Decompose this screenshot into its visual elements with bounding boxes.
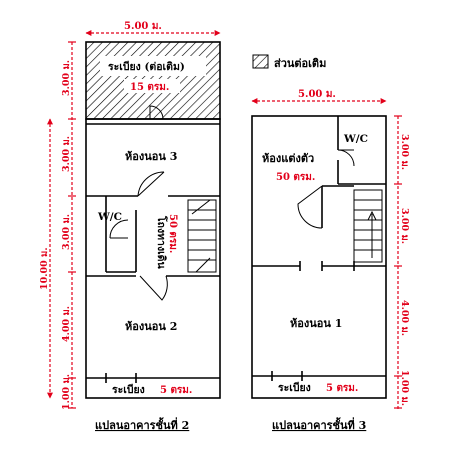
floor2-hall-area: 50 ตรม. xyxy=(167,214,178,253)
floor3-seg-dim-4: 1.00 ม. xyxy=(399,370,410,406)
floor3-caption: แปลนอาคารชั้นที่ 3 xyxy=(272,417,366,432)
floor2-balcony-area: 5 ตรม. xyxy=(160,385,192,396)
floor3-stair xyxy=(353,189,383,263)
floor3-width-dim: 5.00 ม. xyxy=(298,89,336,100)
floor2-bedroom2-label: ห้องนอน 2 xyxy=(125,320,177,333)
floor-3-plan: 5.00 ม. ห้องแต่งตัว 50 ตรม. W/C ห้องนอน … xyxy=(251,89,410,432)
floor3-wc-label: W/C xyxy=(343,133,368,145)
floor2-width-dim: 5.00 ม. xyxy=(124,21,162,32)
floor2-ext-room-name: ระเบียง (ต่อเติม) xyxy=(108,60,185,73)
door-swing xyxy=(149,105,164,120)
door-swing xyxy=(137,171,165,197)
floor2-seg-dim-2: 3.00 ม. xyxy=(61,136,72,172)
floor2-total-dim: 10.00 ม. xyxy=(39,247,50,290)
floor2-seg-dim-1: 3.00 ม. xyxy=(61,60,72,96)
ext-area-bg xyxy=(124,79,180,93)
stair-zigzag xyxy=(191,199,211,215)
floor2-hall-name: โถงทางเดิน xyxy=(155,215,168,269)
floor2-ext-room-area: 15 ตรม. xyxy=(130,82,169,93)
floor3-balcony-name: ระเบียง xyxy=(278,381,311,394)
floor3-bedroom1-label: ห้องนอน 1 xyxy=(290,317,342,330)
floor2-balcony-name: ระเบียง xyxy=(112,383,145,396)
floor2-seg-dim-4: 4.00 ม. xyxy=(61,306,72,342)
legend-label: ส่วนต่อเติม xyxy=(274,57,326,70)
floor2-seg-dim-5: 1.00 ม. xyxy=(61,374,72,410)
floor3-balcony-area: 5 ตรม. xyxy=(326,383,358,394)
legend-hatch-swatch xyxy=(252,54,269,69)
legend: ส่วนต่อเติม xyxy=(252,54,326,70)
ext-label-bg xyxy=(100,56,206,76)
door-swing xyxy=(139,275,168,301)
floor2-wc-label: W/C xyxy=(97,211,122,223)
stair-arrowhead xyxy=(367,210,377,221)
stair-zigzag xyxy=(195,257,211,273)
floor3-outline xyxy=(251,115,387,399)
floor3-seg-dim-1: 3.00 ม. xyxy=(399,134,410,170)
door-swing xyxy=(297,185,323,229)
floor-2-plan: 5.00 ม. ระเบียง (ต่อเติม) 15 ตรม. xyxy=(39,21,221,432)
floor2-seg-dim-3: 3.00 ม. xyxy=(61,214,72,250)
floor2-caption: แปลนอาคารชั้นที่ 2 xyxy=(95,417,189,432)
floor2-bedroom3-label: ห้องนอน 3 xyxy=(125,150,177,163)
floor2-outline xyxy=(85,118,221,399)
floor3-dressing-name: ห้องแต่งตัว xyxy=(262,152,314,165)
floor3-seg-dim-2: 3.00 ม. xyxy=(399,208,410,244)
door-swing xyxy=(109,219,129,239)
floor3-seg-dim-3: 4.00 ม. xyxy=(399,300,410,336)
door-swing xyxy=(337,149,355,167)
floor3-dressing-area: 50 ตรม. xyxy=(276,172,315,183)
floor2-stair xyxy=(187,199,217,273)
